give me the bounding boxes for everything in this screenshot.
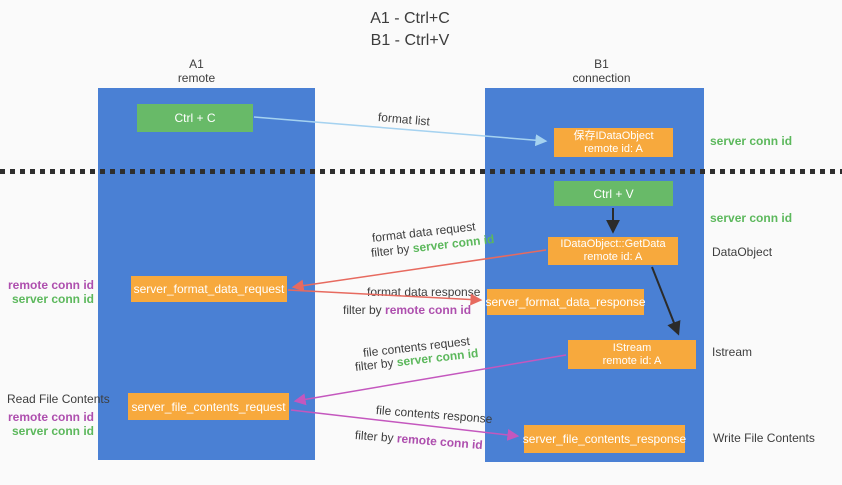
read-file-contents-annotation: Read File Contents bbox=[7, 392, 110, 406]
filter-by-remote-conn-id-label-2: filter by remote conn id bbox=[354, 428, 483, 452]
remote-conn-id-text: remote conn id bbox=[396, 431, 484, 453]
getdata-box: IDataObject::GetData remote id: A bbox=[548, 237, 678, 265]
right-column-subtitle: connection bbox=[572, 71, 631, 85]
save-dataobject-box: 保存IDataObject remote id: A bbox=[554, 128, 673, 157]
write-file-contents-annotation: Write File Contents bbox=[713, 431, 815, 445]
ctrl-c-label: Ctrl + C bbox=[174, 111, 216, 125]
right-server-conn-id-1: server conn id bbox=[710, 134, 793, 148]
left-column-name: A1 bbox=[189, 57, 204, 71]
dataobject-annotation: DataObject bbox=[712, 245, 773, 259]
dotted-separator-line bbox=[0, 169, 842, 174]
file-contents-response-label: file contents response bbox=[375, 403, 493, 427]
left-server-conn-id-1: server conn id bbox=[11, 292, 94, 306]
left-remote-conn-id-1: remote conn id bbox=[7, 278, 94, 292]
left-conn-id-group-1: remote conn id server conn id bbox=[0, 278, 94, 306]
save-dataobject-line2: remote id: A bbox=[584, 142, 643, 155]
getdata-line2: remote id: A bbox=[583, 251, 643, 263]
getdata-line1: IDataObject::GetData bbox=[560, 238, 666, 250]
right-column-name: B1 bbox=[594, 57, 609, 71]
left-conn-id-group-2: remote conn id server conn id bbox=[0, 410, 94, 438]
ctrl-v-box: Ctrl + V bbox=[554, 181, 673, 206]
format-request-label: server_format_data_request bbox=[133, 282, 285, 296]
format-response-box: server_format_data_response bbox=[485, 289, 646, 315]
diagram-title: A1 - Ctrl+C B1 - Ctrl+V bbox=[290, 8, 530, 52]
istream-line2: remote id: A bbox=[602, 354, 662, 367]
left-remote-conn-id-2: remote conn id bbox=[7, 410, 94, 424]
file-response-label: server_file_contents_response bbox=[522, 432, 687, 446]
title-line-2: B1 - Ctrl+V bbox=[370, 32, 450, 49]
ctrl-c-box: Ctrl + C bbox=[137, 104, 253, 132]
right-column-header: B1 connection bbox=[492, 57, 711, 85]
istream-line1: IStream bbox=[612, 341, 652, 354]
filter-by-remote-conn-id-label-1: filter by remote conn id bbox=[343, 303, 471, 317]
ctrl-v-label: Ctrl + V bbox=[593, 186, 634, 201]
filter-by-text: filter by bbox=[354, 355, 395, 374]
file-request-box: server_file_contents_request bbox=[128, 393, 289, 420]
save-dataobject-line1: 保存IDataObject bbox=[573, 129, 654, 142]
file-request-label: server_file_contents_request bbox=[131, 399, 286, 414]
format-request-box: server_format_data_request bbox=[131, 276, 287, 302]
filter-by-text: filter by bbox=[354, 428, 395, 446]
format-response-label: server_format_data_response bbox=[485, 295, 646, 309]
format-list-label: format list bbox=[377, 110, 431, 129]
left-column-header: A1 remote bbox=[88, 57, 305, 85]
left-column-subtitle: remote bbox=[177, 71, 216, 85]
right-server-conn-id-2: server conn id bbox=[710, 211, 793, 225]
istream-annotation: Istream bbox=[712, 345, 753, 359]
remote-conn-id-text: remote conn id bbox=[385, 303, 472, 317]
filter-by-text: filter by bbox=[370, 241, 411, 260]
format-data-response-label: format data response bbox=[367, 285, 481, 299]
istream-box: IStream remote id: A bbox=[568, 340, 696, 369]
filter-by-text: filter by bbox=[343, 303, 382, 317]
file-response-box: server_file_contents_response bbox=[522, 425, 687, 453]
left-server-conn-id-2: server conn id bbox=[11, 424, 94, 438]
title-line-1: A1 - Ctrl+C bbox=[370, 10, 450, 27]
